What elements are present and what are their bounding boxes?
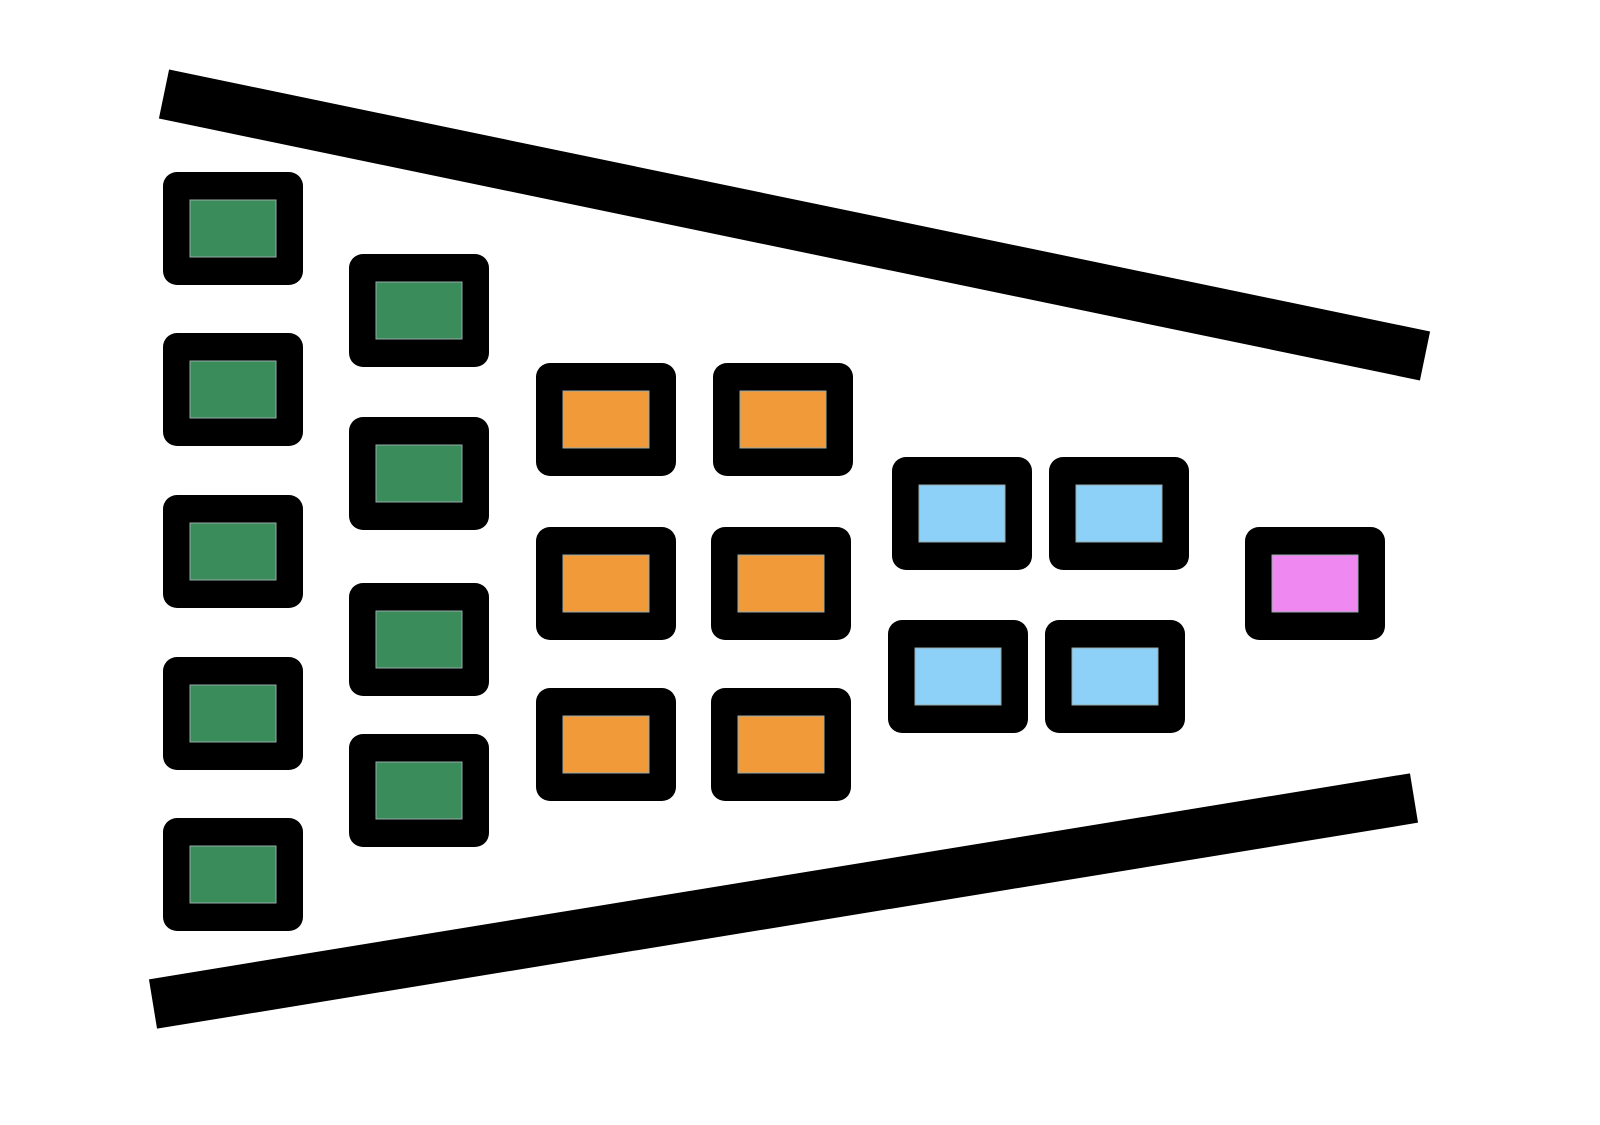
blue-block: [892, 457, 1032, 570]
green-block: [163, 657, 303, 770]
block-fill: [189, 684, 277, 743]
block-fill: [375, 444, 463, 503]
block-fill: [189, 199, 277, 258]
block-fill: [1271, 554, 1359, 613]
green-block: [349, 583, 489, 696]
green-block: [349, 417, 489, 530]
green-block: [163, 495, 303, 608]
orange-block: [713, 363, 853, 476]
green-block: [349, 734, 489, 847]
block-fill: [562, 554, 650, 613]
block-fill: [375, 281, 463, 340]
funnel-bottom-edge: [148, 773, 1419, 1029]
block-fill: [562, 390, 650, 449]
block-fill: [737, 715, 825, 774]
green-block: [163, 172, 303, 285]
green-block: [163, 333, 303, 446]
funnel-top-edge: [158, 69, 1431, 381]
blue-block: [1045, 620, 1185, 733]
block-fill: [562, 715, 650, 774]
orange-block: [536, 363, 676, 476]
block-fill: [375, 610, 463, 669]
blue-block: [888, 620, 1028, 733]
blue-block: [1049, 457, 1189, 570]
block-fill: [1075, 484, 1163, 543]
green-block: [163, 818, 303, 931]
block-fill: [914, 647, 1002, 706]
orange-block: [536, 527, 676, 640]
orange-block: [536, 688, 676, 801]
block-fill: [189, 845, 277, 904]
block-fill: [739, 390, 827, 449]
green-block: [349, 254, 489, 367]
block-fill: [1071, 647, 1159, 706]
orange-block: [711, 688, 851, 801]
block-fill: [737, 554, 825, 613]
block-fill: [375, 761, 463, 820]
block-fill: [918, 484, 1006, 543]
block-fill: [189, 522, 277, 581]
blocks-group: [163, 172, 1385, 931]
pink-block: [1245, 527, 1385, 640]
block-fill: [189, 360, 277, 419]
orange-block: [711, 527, 851, 640]
